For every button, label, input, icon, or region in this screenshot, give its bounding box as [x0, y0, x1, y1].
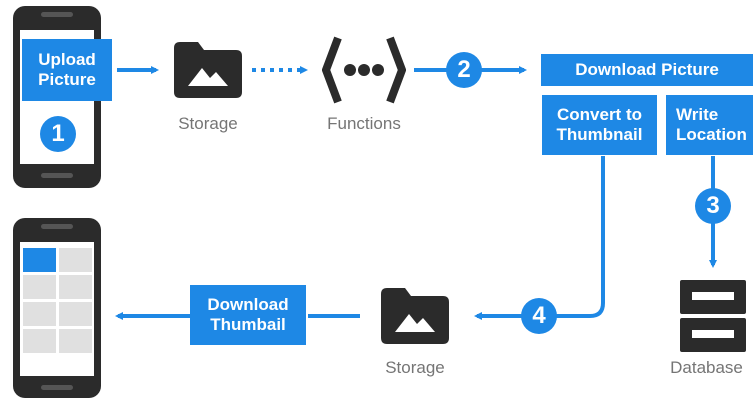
functions-icon	[322, 36, 406, 104]
download-thumbnail-box: Download Thumbail	[190, 285, 306, 345]
thumbnail-cell	[59, 329, 92, 353]
phone-bottom	[13, 218, 101, 398]
thumbnail-cell	[23, 275, 56, 299]
upload-picture-box: Upload Picture	[22, 39, 112, 101]
storage-label: Storage	[178, 114, 238, 133]
phone-bottom-speaker	[41, 224, 73, 229]
convert-thumbnail-box: Convert to Thumbnail	[542, 95, 657, 155]
download-picture-box: Download Picture	[541, 54, 753, 86]
step-3-badge: 3	[695, 188, 731, 224]
storage-bottom-label: Storage	[385, 358, 445, 377]
step-1-badge: 1	[40, 116, 76, 152]
phone-top-home	[41, 173, 73, 178]
folder-icon	[174, 42, 242, 98]
arrow-convert-to-storage	[474, 156, 605, 320]
phone-top-speaker	[41, 12, 73, 17]
thumbnail-cell	[23, 329, 56, 353]
phone-bottom-screen	[20, 242, 94, 376]
thumbnail-cell-selected	[23, 248, 56, 272]
phone-bottom-home	[41, 385, 73, 390]
thumbnail-cell	[59, 302, 92, 326]
functions-label: Functions	[327, 114, 401, 133]
folder-icon-bottom	[381, 288, 449, 344]
step-4-badge: 4	[521, 298, 557, 334]
database-icon	[680, 280, 746, 352]
thumbnail-cell	[23, 302, 56, 326]
database-label: Database	[670, 358, 743, 377]
thumbnail-cell	[59, 248, 92, 272]
write-location-box: Write Location	[666, 95, 753, 155]
step-2-badge: 2	[446, 52, 482, 88]
thumbnail-cell	[59, 275, 92, 299]
